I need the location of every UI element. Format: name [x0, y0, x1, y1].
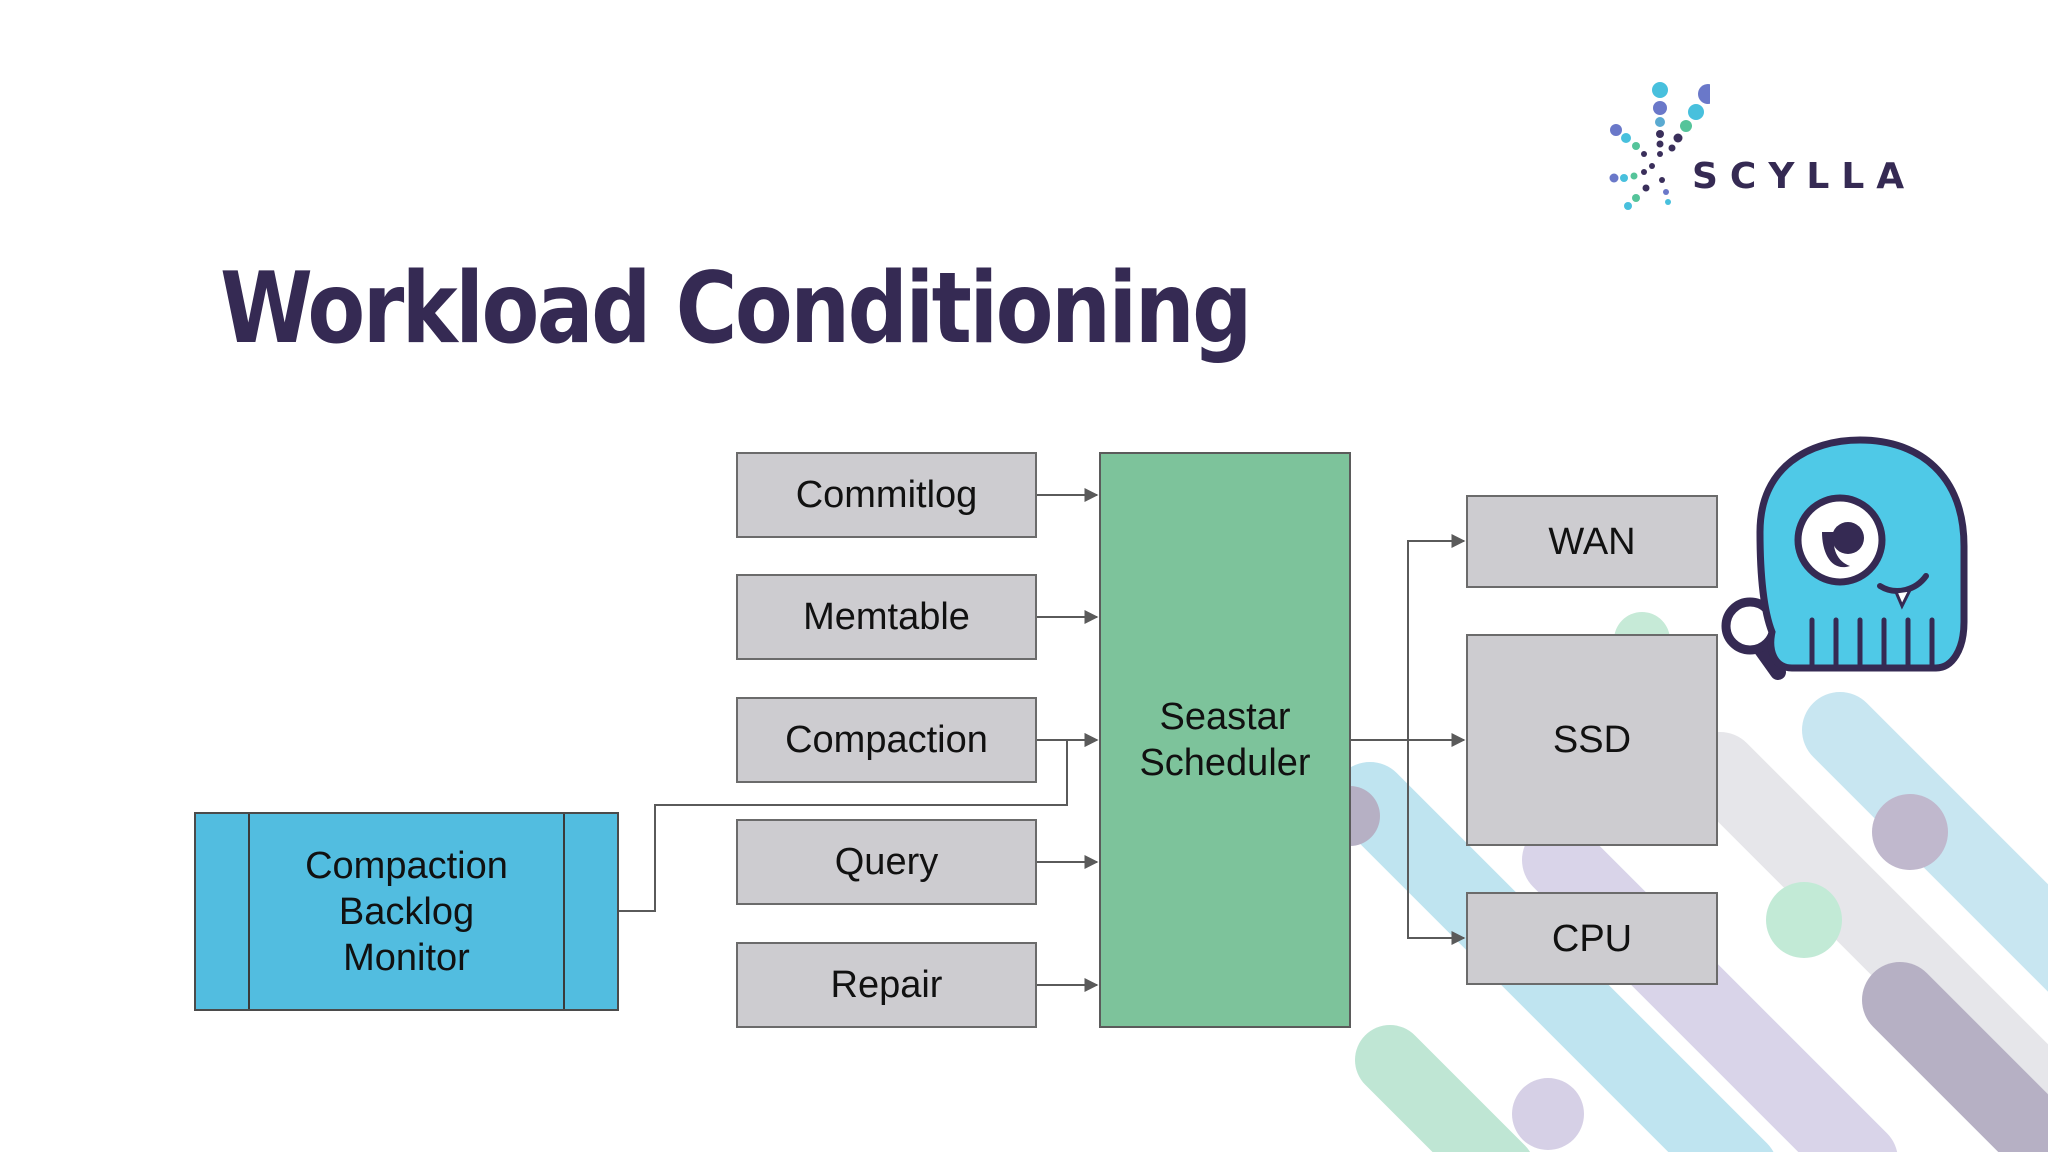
wan-box: WAN: [1466, 495, 1718, 588]
page-title: Workload Conditioning: [220, 252, 1252, 366]
compaction-backlog-monitor-box: Compaction Backlog Monitor: [194, 812, 619, 1011]
query-label: Query: [834, 841, 939, 883]
monitor-right-divider: [563, 814, 565, 1009]
seastar-scheduler-box: Seastar Scheduler: [1099, 452, 1351, 1028]
memtable-label: Memtable: [803, 596, 970, 638]
memtable-box: Memtable: [736, 574, 1037, 660]
octopus-mascot-with-magnifier-icon: [1721, 436, 1968, 680]
edge-scheduler-wan: [1407, 534, 1466, 740]
compaction-label: Compaction: [785, 719, 988, 761]
commitlog-label: Commitlog: [795, 474, 978, 516]
scylla-logo-dots-icon: [1609, 82, 1710, 210]
cpu-label: CPU: [1551, 917, 1633, 960]
ssd-box: SSD: [1466, 634, 1718, 846]
scylla-wordmark: SCYLLA: [1692, 156, 1917, 197]
wan-label: WAN: [1548, 520, 1636, 563]
commitlog-box: Commitlog: [736, 452, 1037, 538]
edge-scheduler-cpu: [1407, 740, 1466, 945]
monitor-left-divider: [248, 814, 250, 1009]
repair-box: Repair: [736, 942, 1037, 1028]
cpu-box: CPU: [1466, 892, 1718, 985]
repair-label: Repair: [830, 964, 943, 1006]
seastar-scheduler-label: Seastar Scheduler: [1139, 696, 1311, 784]
compaction-box: Compaction: [736, 697, 1037, 783]
ssd-label: SSD: [1552, 719, 1632, 761]
edge-monitor-compaction: [619, 733, 1099, 912]
compaction-backlog-monitor-label: Compaction Backlog Monitor: [305, 844, 508, 979]
query-box: Query: [736, 819, 1037, 905]
